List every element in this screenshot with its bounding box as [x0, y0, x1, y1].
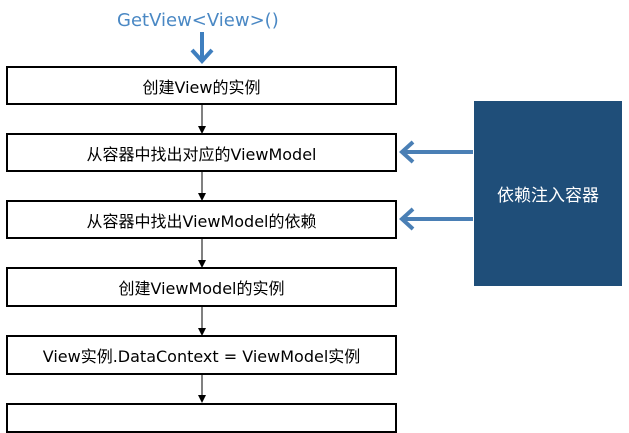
- step-set-datacontext: View实例.DataContext = ViewModel实例: [6, 335, 397, 375]
- di-container-box: 依赖注入容器: [474, 101, 622, 286]
- container-arrow-1: [399, 140, 473, 164]
- connector-arrows: [190, 32, 473, 403]
- container-arrow-2: [399, 207, 473, 231]
- step-create-view: 创建View的实例: [6, 66, 397, 105]
- entry-arrow: [190, 32, 214, 64]
- step-next-cropped: [6, 403, 397, 433]
- step-find-viewmodel: 从容器中找出对应的ViewModel: [6, 133, 397, 172]
- step-create-viewmodel: 创建ViewModel的实例: [6, 267, 397, 307]
- method-call-title: GetView<View>(): [117, 10, 279, 31]
- step-find-viewmodel-deps: 从容器中找出ViewModel的依赖: [6, 200, 397, 239]
